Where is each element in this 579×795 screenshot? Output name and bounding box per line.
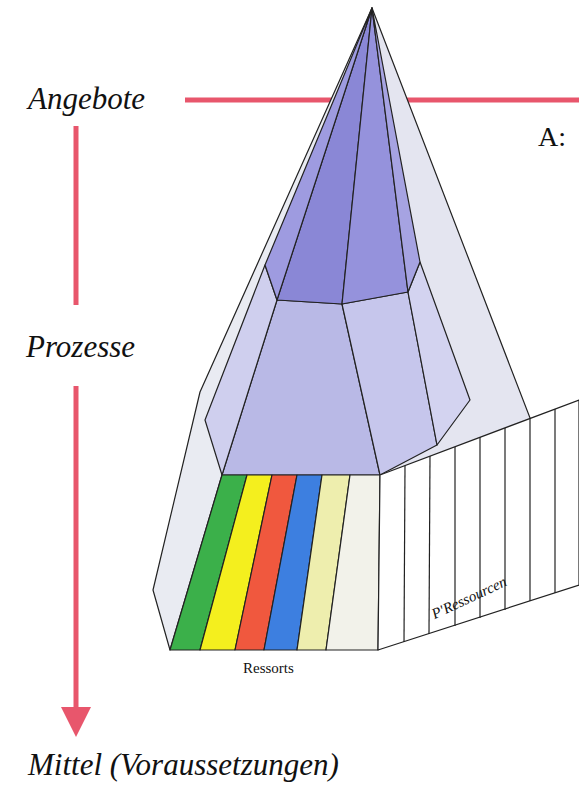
axis-arrow	[74, 386, 79, 722]
resource-divider	[554, 409, 555, 593]
ressort-strip	[326, 475, 380, 650]
axis-line	[74, 126, 79, 305]
resource-face	[378, 400, 579, 650]
level-label: Mittel (Voraussetzungen)	[28, 748, 339, 782]
top-left-face	[265, 8, 372, 300]
prism-left-face	[205, 265, 277, 475]
level-label: Angebote	[28, 82, 145, 116]
resource-divider	[529, 418, 530, 601]
corner-label: A:	[538, 122, 566, 153]
level-label: Prozesse	[26, 330, 135, 364]
axis-label: Ressorts	[243, 660, 294, 677]
top-back-face	[372, 8, 420, 292]
resource-divider	[404, 466, 405, 642]
prism-back-face	[408, 262, 470, 445]
